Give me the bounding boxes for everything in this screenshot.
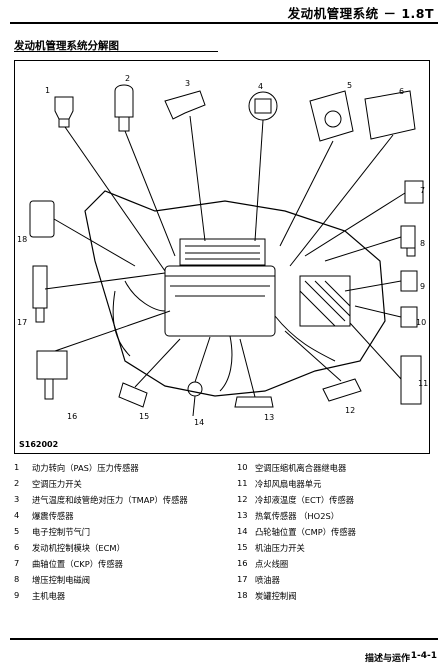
callout-label: 11 [418, 379, 428, 388]
page-number: 1-4-1 [410, 651, 437, 661]
callout-label: 13 [264, 413, 274, 422]
callout-label: 5 [347, 81, 352, 90]
callout-label: 2 [125, 74, 130, 83]
exploded-view-figure: 1 2 3 4 5 6 7 8 9 10 11 12 13 14 15 16 1… [14, 60, 430, 454]
page-header-title: 发动机管理系统 － 1.8T [287, 6, 434, 21]
figure-code: S162002 [19, 440, 59, 449]
callout-label: 4 [258, 82, 263, 91]
callout-label: 1 [45, 86, 50, 95]
callout-label: 6 [399, 87, 404, 96]
callout-label: 16 [67, 412, 77, 421]
callout-label: 18 [17, 235, 27, 244]
section-rule [14, 51, 218, 52]
callout-label: 12 [345, 406, 355, 415]
header-rule [10, 22, 438, 24]
footer-rule [10, 638, 438, 640]
callout-label: 15 [139, 412, 149, 421]
callout-label: 17 [17, 318, 27, 327]
callout-label: 14 [194, 418, 204, 427]
section-title: 发动机管理系统分解图 [14, 40, 119, 52]
footer-section-label: 描述与运作 [364, 654, 410, 664]
callout-label: 7 [420, 186, 425, 195]
engine-line-drawing: 1 2 3 4 5 6 7 8 9 10 11 12 13 14 15 16 1… [17, 74, 428, 427]
callout-label: 8 [420, 239, 425, 248]
callout-label: 9 [420, 282, 425, 291]
callout-label: 10 [416, 318, 426, 327]
callout-label: 3 [185, 79, 190, 88]
